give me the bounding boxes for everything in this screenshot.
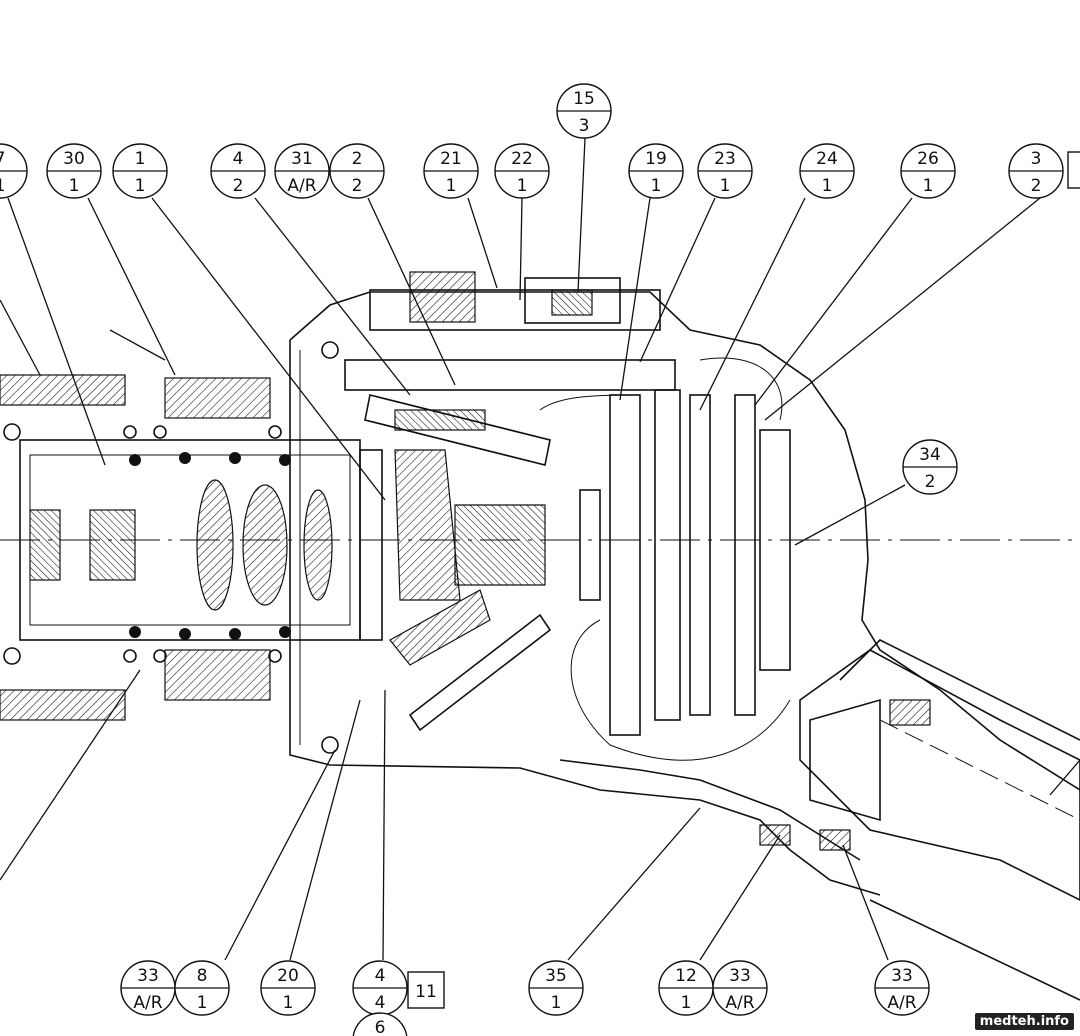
callout-item-number: 7: [0, 149, 5, 169]
callout-quantity: 1: [0, 176, 5, 196]
callout-item-number: 30: [63, 149, 85, 169]
callout-quantity: 1: [651, 176, 662, 196]
callout-bubble-b4a: 42: [210, 143, 266, 199]
callout-bubble-b34: 342: [902, 439, 958, 495]
callout-item-number: 22: [511, 149, 533, 169]
callout-bubble-b35: 351: [528, 960, 584, 1016]
callout-item-number: 26: [917, 149, 939, 169]
callout-bubble-b33a: 33A/R: [120, 960, 176, 1016]
callout-item-number: 12: [675, 966, 697, 986]
callout-item-number: 20: [277, 966, 299, 986]
circuit-boards: [539, 357, 791, 761]
callout-circle: [352, 1012, 408, 1036]
callout-quantity: 1: [822, 176, 833, 196]
callout-item-number: 33: [729, 966, 751, 986]
callout-quantity: 1: [135, 176, 146, 196]
callout-item-number: 8: [197, 966, 208, 986]
callout-quantity: 1: [197, 993, 208, 1013]
callout-bubble-b20: 201: [260, 960, 316, 1016]
callout-bubble-b30: 301: [46, 143, 102, 199]
callout-quantity: A/R: [287, 176, 316, 196]
callout-quantity: 1: [720, 176, 731, 196]
callout-bubbles: 71301114231A/R22211221153191231241261323…: [0, 83, 1064, 1036]
callout-bubble-b15: 153: [556, 83, 612, 139]
callout-bubble-b23: 231: [697, 143, 753, 199]
callout-bubble-b26: 261: [900, 143, 956, 199]
callout-quantity: 2: [1031, 176, 1042, 196]
leader-lines: [0, 137, 1080, 961]
rear-connector: [759, 649, 1080, 901]
callout-item-number: 33: [137, 966, 159, 986]
callout-bubble-b21: 211: [423, 143, 479, 199]
callout-quantity: 1: [283, 993, 294, 1013]
callout-quantity: 1: [681, 993, 692, 1013]
callout-item-number: 35: [545, 966, 567, 986]
callout-item-number: 33: [891, 966, 913, 986]
callout-quantity: 1: [923, 176, 934, 196]
screws: [3, 341, 339, 754]
callout-quantity: A/R: [725, 993, 754, 1013]
callout-bubble-b7: 71: [0, 143, 28, 199]
callout-quantity: 2: [925, 472, 936, 492]
callout-bubble-b12: 121: [658, 960, 714, 1016]
prism-and-sensor-block: [364, 394, 601, 732]
callout-quantity: A/R: [133, 993, 162, 1013]
callout-bubble-b6: 6: [352, 1012, 408, 1036]
callout-quantity: 1: [517, 176, 528, 196]
callout-item-number: 21: [440, 149, 462, 169]
callout-item-number: 1: [135, 149, 146, 169]
watermark: medteh.info: [974, 1013, 1074, 1030]
callout-item-number: 4: [375, 966, 386, 986]
callout-bubble-b2: 22: [329, 143, 385, 199]
callout-quantity: 2: [233, 176, 244, 196]
callout-bubble-b31: 31A/R: [274, 143, 330, 199]
callout-quantity: A/R: [887, 993, 916, 1013]
callout-item-number: 24: [816, 149, 838, 169]
callout-bubble-b22: 221: [494, 143, 550, 199]
front-coupler-assembly: [0, 374, 1080, 721]
callout-bubble-b1: 11: [112, 143, 168, 199]
callout-bubble-b24: 241: [799, 143, 855, 199]
boxed-reference: 11: [407, 971, 445, 1009]
boxed-reference-label: 11: [415, 982, 437, 1002]
callout-quantity: 1: [446, 176, 457, 196]
callout-bubble-b4b: 44: [352, 960, 408, 1016]
callout-bubble-b3: 32: [1008, 143, 1064, 199]
callout-bubble-b33c: 33A/R: [874, 960, 930, 1016]
callout-item-number: 15: [573, 89, 595, 109]
callout-item-number: 3: [1031, 149, 1042, 169]
callout-item-number: 4: [233, 149, 244, 169]
callout-bubble-b19: 191: [628, 143, 684, 199]
cropped-reference-box: [1067, 151, 1080, 189]
callout-item-number: 19: [645, 149, 667, 169]
callout-quantity: 1: [69, 176, 80, 196]
callout-item-number: 34: [919, 445, 941, 465]
callout-quantity: 1: [551, 993, 562, 1013]
callout-quantity: 2: [352, 176, 363, 196]
callout-quantity: 4: [375, 993, 386, 1013]
callout-item-number: 2: [352, 149, 363, 169]
callout-bubble-b33b: 33A/R: [712, 960, 768, 1016]
callout-item-number: 23: [714, 149, 736, 169]
callout-quantity: 3: [579, 116, 590, 136]
callout-item-number: 6: [375, 1018, 386, 1036]
top-controls: [344, 271, 676, 391]
callout-bubble-b8: 81: [174, 960, 230, 1016]
callout-item-number: 31: [291, 149, 313, 169]
